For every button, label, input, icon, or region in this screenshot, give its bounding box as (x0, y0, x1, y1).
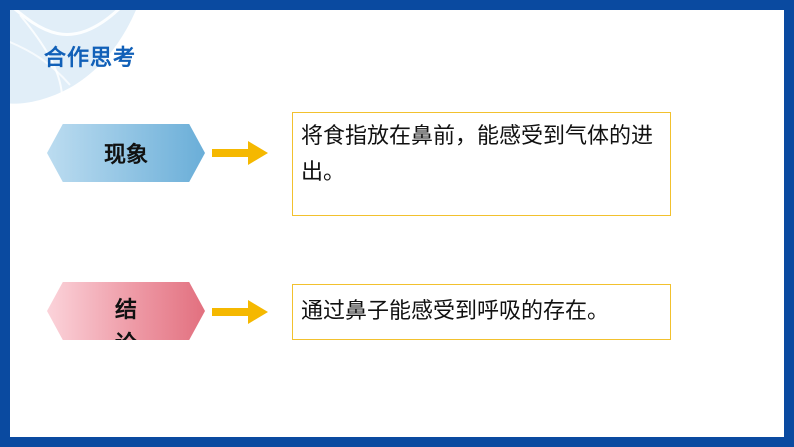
phenomenon-textbox: 将食指放在鼻前，能感受到气体的进出。 (292, 112, 671, 216)
conclusion-text: 通过鼻子能感受到呼吸的存在。 (301, 299, 610, 324)
conclusion-label-line1: 结 (114, 298, 137, 323)
slide-canvas: 合作思考 现象 将食指放在鼻前，能感受到气体的进出。 结 论 通过鼻子能感受到呼… (10, 10, 784, 437)
right-arrow-icon (212, 300, 268, 324)
right-arrow-icon (212, 141, 268, 165)
phenomenon-label: 现象 (103, 143, 148, 168)
phenomenon-label-badge: 现象 (47, 124, 205, 182)
conclusion-label-line2: 论 (114, 332, 137, 357)
slide-title: 合作思考 (44, 46, 137, 71)
conclusion-textbox: 通过鼻子能感受到呼吸的存在。 (292, 284, 671, 340)
conclusion-label: 结 论 (111, 294, 141, 357)
phenomenon-text: 将食指放在鼻前，能感受到气体的进出。 (301, 124, 654, 185)
leaf-decoration-icon (10, 10, 136, 104)
conclusion-label-badge: 结 论 (47, 282, 205, 340)
